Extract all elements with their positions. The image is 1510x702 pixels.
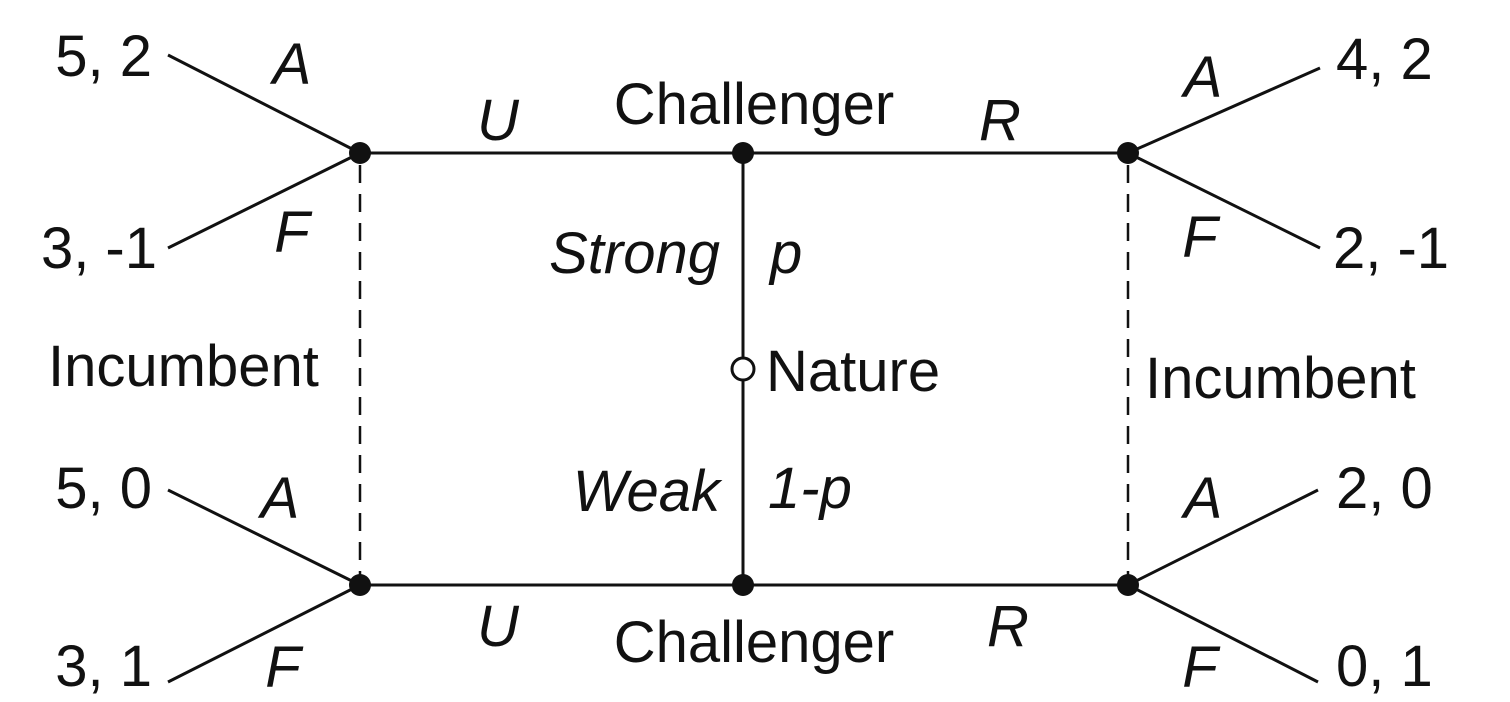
payoff-ll-accept: 5, 0 <box>55 456 152 521</box>
move-bottom-right-label: R <box>987 594 1029 659</box>
move-ul-accept-label: A <box>270 32 312 97</box>
payoff-ul-fight: 3, -1 <box>41 216 157 281</box>
payoff-lr-fight: 0, 1 <box>1336 634 1433 699</box>
payoff-ur-fight: 2, -1 <box>1333 216 1449 281</box>
move-ll-fight-label: F <box>265 635 304 700</box>
move-ur-accept-label: A <box>1181 45 1223 110</box>
move-top-left-label: U <box>477 88 520 153</box>
payoff-ur-accept: 4, 2 <box>1336 27 1433 92</box>
nature-strong-label: Strong <box>549 221 720 286</box>
node-incumbent-lower-right <box>1117 574 1139 596</box>
payoff-lr-accept: 2, 0 <box>1336 456 1433 521</box>
move-ur-fight-label: F <box>1182 205 1221 270</box>
nature-label: Nature <box>766 339 940 404</box>
nature-weak-label: Weak <box>573 459 723 524</box>
edge-lr-fight <box>1127 583 1319 684</box>
edge-ur-fight <box>1127 151 1321 250</box>
move-lr-fight-label: F <box>1182 635 1221 700</box>
edge-ll-accept <box>167 488 361 587</box>
nature-1-p-label: 1-p <box>768 456 852 521</box>
node-challenger-bottom <box>732 574 754 596</box>
edge-ul-accept <box>167 53 361 155</box>
challenger-bottom-label: Challenger <box>614 610 895 675</box>
move-bottom-left-label: U <box>477 594 520 659</box>
incumbent-left-label: Incumbent <box>48 334 319 399</box>
challenger-top-label: Challenger <box>614 72 895 137</box>
node-incumbent-lower-left <box>349 574 371 596</box>
payoff-ul-accept: 5, 2 <box>55 24 152 89</box>
node-incumbent-upper-right <box>1117 142 1139 164</box>
incumbent-right-label: Incumbent <box>1145 346 1416 411</box>
move-ul-fight-label: F <box>274 200 313 265</box>
move-top-right-label: R <box>979 88 1021 153</box>
edge-ll-fight <box>167 583 361 684</box>
move-ll-accept-label: A <box>258 466 300 531</box>
edge-ur-accept <box>1127 66 1321 155</box>
edge-ul-fight <box>167 151 361 250</box>
move-lr-accept-label: A <box>1181 466 1223 531</box>
payoff-ll-fight: 3, 1 <box>55 634 152 699</box>
edge-lr-accept <box>1127 488 1319 587</box>
nature-p-label: p <box>768 221 802 286</box>
node-challenger-top <box>732 142 754 164</box>
node-nature <box>730 356 756 382</box>
node-incumbent-upper-left <box>349 142 371 164</box>
